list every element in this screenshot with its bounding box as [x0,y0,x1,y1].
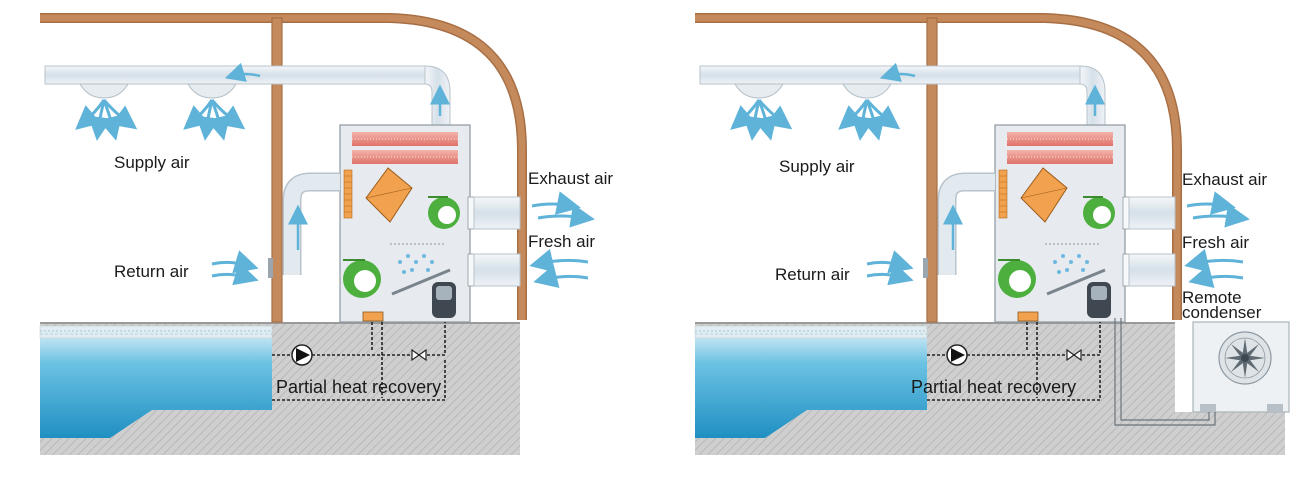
label-fresh-air: Fresh air [1182,233,1249,252]
label-supply-air: Supply air [114,153,190,172]
exhaust-air-arrows [1186,191,1250,228]
label-return-air: Return air [775,265,850,284]
label-return-air: Return air [114,262,189,281]
outdoor-ground [1175,412,1285,455]
refrigerant-lines [1114,318,1216,426]
panel-remote-condenser: Supply air Return air Exhaust air Fresh … [695,18,1290,455]
fresh-air-arrows [529,248,589,289]
condenser-fan-icon [1218,331,1272,385]
label-exhaust-air: Exhaust air [528,169,613,188]
exhaust-air-arrows [531,191,595,228]
panel-partial-heat-recovery: Supply air Return air Exhaust air Fresh … [40,18,613,455]
label-remote-condenser-line2: condenser [1182,303,1262,322]
remote-condenser-unit [1192,321,1290,413]
label-exhaust-air: Exhaust air [1182,170,1267,189]
label-fresh-air: Fresh air [528,232,595,251]
label-partial-heat-recovery: Partial heat recovery [911,377,1076,397]
fresh-air-arrows [1184,248,1244,289]
label-partial-heat-recovery: Partial heat recovery [276,377,441,397]
label-remote-condenser-line1: Remote [1182,288,1242,307]
label-supply-air: Supply air [779,157,855,176]
